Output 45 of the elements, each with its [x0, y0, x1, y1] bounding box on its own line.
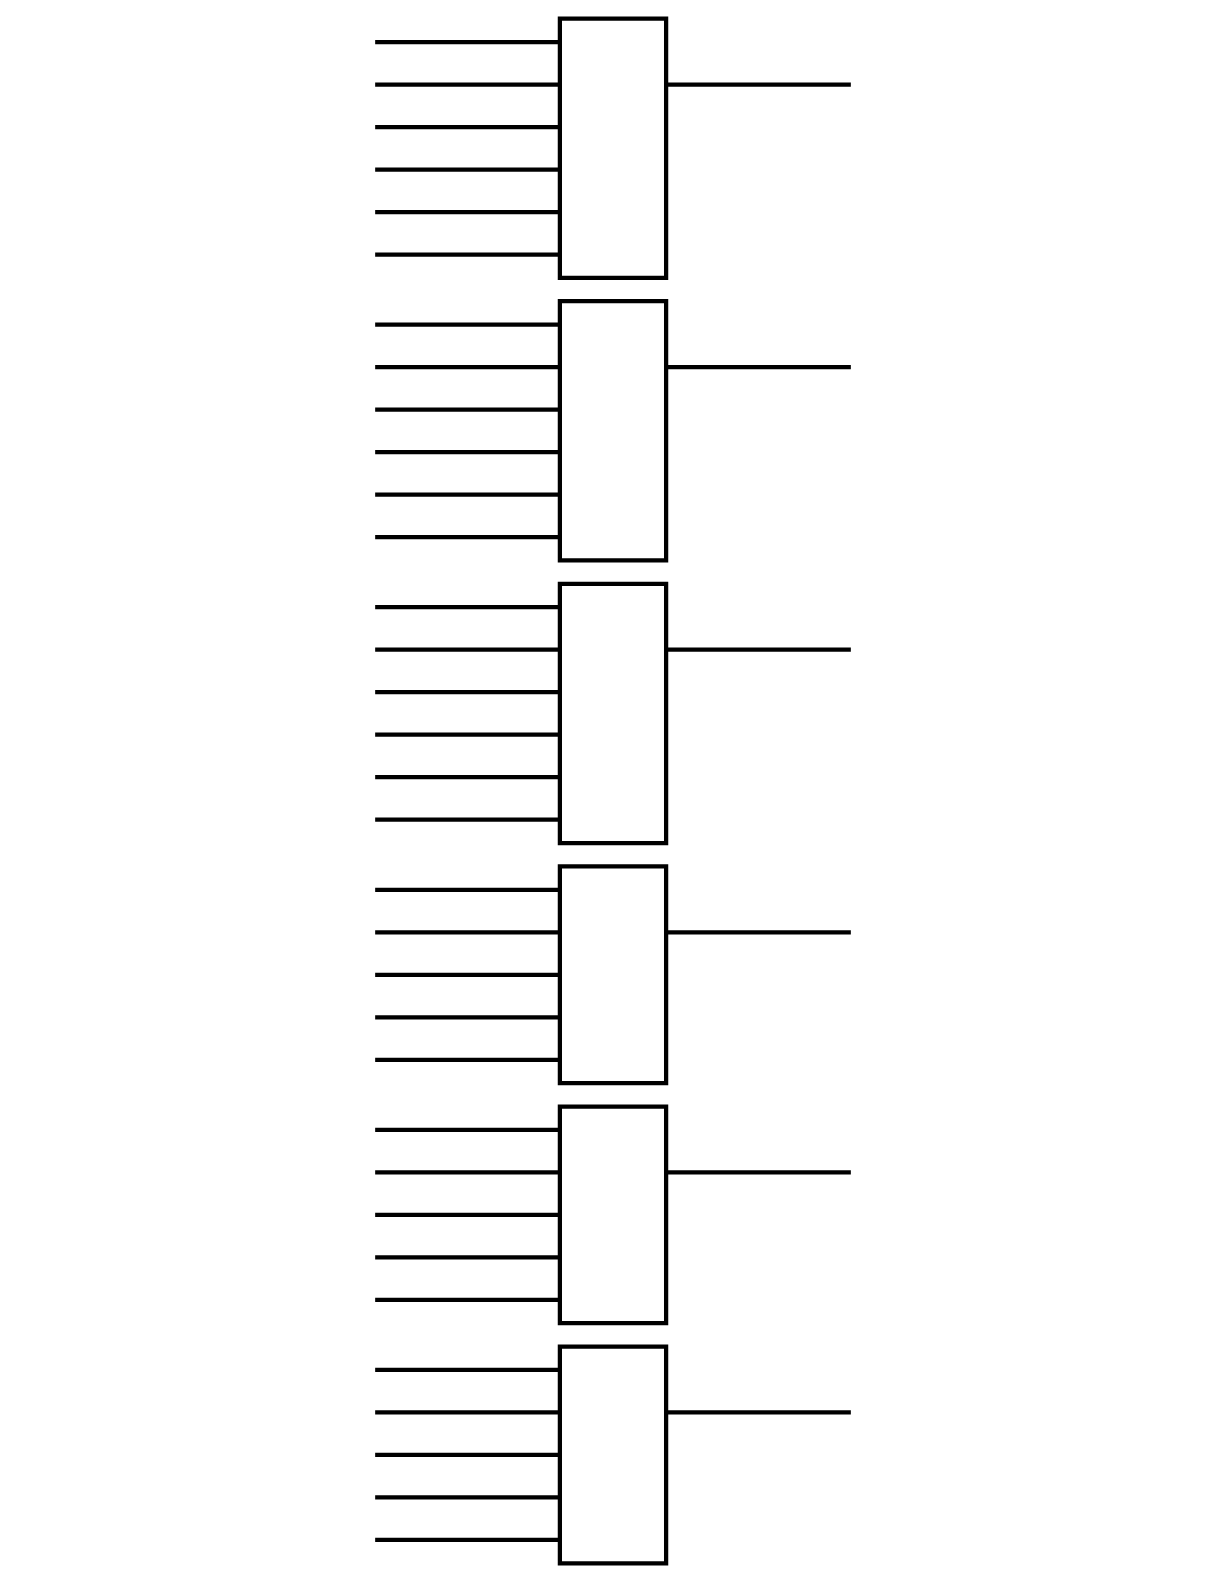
node-box [557, 299, 668, 563]
connector [374, 449, 560, 455]
connector [374, 1057, 560, 1062]
connector [374, 972, 560, 977]
connector [374, 1537, 560, 1543]
connector [374, 534, 560, 540]
node-box [557, 864, 668, 1086]
connector [374, 82, 560, 87]
connector [374, 690, 560, 695]
connector [374, 1452, 560, 1458]
connector [665, 82, 851, 87]
connector [374, 817, 560, 822]
connector [665, 1410, 851, 1415]
connector [374, 1212, 560, 1217]
connector [665, 1170, 851, 1175]
connector [374, 1255, 560, 1260]
connector [374, 124, 560, 130]
connector [374, 732, 560, 737]
connector [374, 775, 560, 780]
connector [374, 39, 560, 45]
node-box [557, 1344, 668, 1566]
connector [374, 887, 560, 892]
connector [374, 167, 560, 172]
connector [374, 647, 560, 652]
connector [374, 1127, 560, 1133]
connector [374, 209, 560, 215]
connector [665, 647, 851, 652]
connector [374, 365, 560, 370]
node-box [557, 16, 668, 280]
node-box [557, 1104, 668, 1326]
connector [374, 1170, 560, 1175]
connector [374, 1297, 560, 1302]
connector [374, 1495, 560, 1500]
connector [665, 930, 851, 935]
connector [374, 930, 560, 935]
connector [374, 252, 560, 257]
connector [665, 365, 851, 370]
connector [374, 1367, 560, 1373]
connector [374, 407, 560, 412]
connector [374, 1410, 560, 1415]
node-box [557, 581, 668, 846]
connector [374, 322, 560, 327]
connector [374, 605, 560, 610]
connector [374, 1015, 560, 1020]
connector [374, 492, 560, 497]
